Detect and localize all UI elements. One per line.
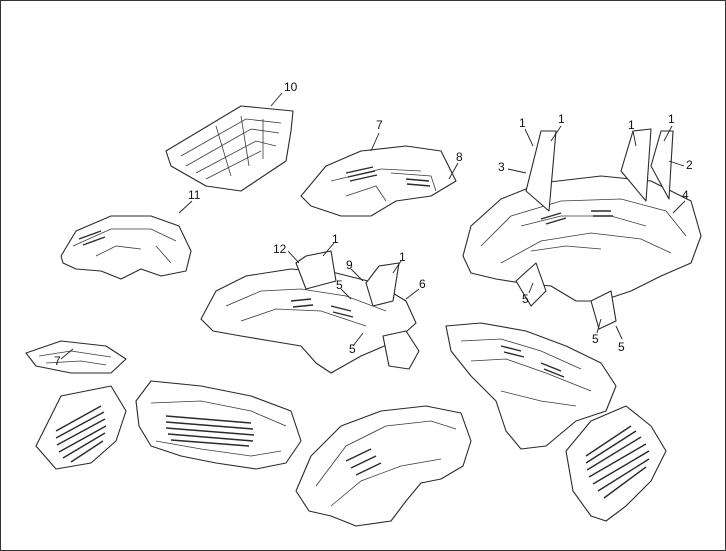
callout-1e: 1: [332, 232, 339, 246]
callout-7: 7: [376, 118, 383, 132]
callout-11: 11: [188, 188, 201, 202]
part-8-front-hood: [300, 145, 457, 217]
callout-9: 9: [346, 258, 353, 272]
part-7-bracket: [25, 340, 127, 374]
callout-5a: 5: [336, 278, 343, 292]
callout-5c: 5: [522, 292, 529, 306]
callout-1f: 1: [399, 250, 406, 264]
callout-1b: 1: [558, 112, 565, 126]
callout-3: 3: [498, 160, 505, 174]
lower-fender: [295, 405, 472, 527]
callout-5d: 5: [592, 332, 599, 346]
right-side-panel: [565, 405, 667, 522]
callout-1a: 1: [519, 116, 526, 130]
part-11-front-fender: [60, 215, 192, 280]
callout-labels: 10 7 8 11 1 1 1 1 3 2 4 12 1 9 1 5 6 5 5…: [54, 80, 693, 368]
callout-6: 6: [419, 277, 426, 291]
callout-10: 10: [284, 80, 298, 94]
callout-1d: 1: [668, 112, 675, 126]
left-side-panel: [35, 385, 127, 470]
callout-2: 2: [686, 158, 693, 172]
right-center-assembly: [445, 322, 617, 450]
callout-4: 4: [682, 188, 689, 202]
callout-5b: 5: [349, 342, 356, 356]
callout-12: 12: [273, 242, 287, 256]
callout-8: 8: [456, 150, 463, 164]
callout-5e: 5: [618, 340, 625, 354]
part-6-center-body: [200, 250, 420, 374]
leader-lines: [60, 92, 686, 360]
callout-7b: 7: [54, 354, 61, 368]
front-grille-cover: [135, 380, 302, 470]
part-4-rear-body: [462, 128, 702, 330]
part-10-rack-panel: [165, 105, 294, 192]
callout-1c: 1: [628, 118, 635, 132]
